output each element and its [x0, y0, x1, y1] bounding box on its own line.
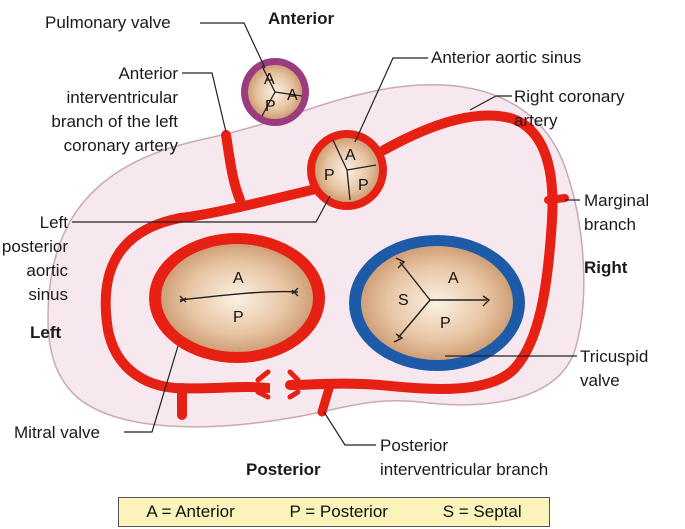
tricuspid-cusp-p: P — [440, 315, 451, 332]
aortic-valve: A P P — [307, 130, 387, 210]
legend-septal: S = Septal — [443, 502, 522, 522]
tricuspid-cusp-s: S — [398, 292, 409, 309]
label-tricuspid-line1: Tricuspid — [580, 347, 648, 366]
label-pulmonary-valve: Pulmonary valve — [45, 13, 171, 32]
tricuspid-cusp-a: A — [448, 270, 459, 287]
label-aiv-line2: interventricular — [67, 88, 179, 107]
label-anterior: Anterior — [268, 9, 335, 28]
label-marginal-line1: Marginal — [584, 191, 649, 210]
legend-anterior: A = Anterior — [146, 502, 234, 522]
leader-aiv — [182, 73, 226, 132]
label-mitral-valve: Mitral valve — [14, 423, 100, 442]
pulmonary-cusp-a2: A — [287, 87, 298, 104]
leader-piv — [324, 412, 376, 445]
label-lpas-line1: Left — [40, 213, 69, 232]
label-marginal-line2: branch — [584, 215, 636, 234]
leader-pulmonary — [200, 23, 265, 68]
pulmonary-cusp-a1: A — [264, 71, 275, 88]
tricuspid-valve: S A P — [349, 235, 525, 371]
aortic-cusp-p1: P — [324, 167, 335, 184]
aortic-cusp-a: A — [345, 147, 356, 164]
label-rca-line1: Right coronary — [514, 87, 625, 106]
pulmonary-cusp-p: P — [265, 98, 276, 115]
label-lpas-line2: posterior — [2, 237, 68, 256]
label-lpas-line4: sinus — [28, 285, 68, 304]
aortic-cusp-p2: P — [358, 177, 369, 194]
legend-posterior: P = Posterior — [290, 502, 388, 522]
mitral-cusp-p: P — [233, 309, 244, 326]
pulmonary-valve: A A P — [241, 58, 309, 126]
label-tricuspid-line2: valve — [580, 371, 620, 390]
label-rca-line2: artery — [514, 111, 558, 130]
label-right: Right — [584, 258, 628, 277]
mitral-valve: A P — [149, 233, 325, 363]
label-anterior-aortic-sinus: Anterior aortic sinus — [431, 48, 581, 67]
label-lpas-line3: aortic — [26, 261, 68, 280]
label-left: Left — [30, 323, 62, 342]
label-posterior: Posterior — [246, 460, 321, 479]
label-aiv-line3: branch of the left — [51, 112, 178, 131]
label-piv-line2: interventricular branch — [380, 460, 548, 479]
label-aiv-line1: Anterior — [118, 64, 178, 83]
label-aiv-line4: coronary artery — [64, 136, 179, 155]
legend-box: A = Anterior P = Posterior S = Septal — [118, 497, 550, 527]
mitral-cusp-a: A — [233, 270, 244, 287]
label-piv-line1: Posterior — [380, 436, 448, 455]
marginal-branch — [548, 198, 565, 200]
